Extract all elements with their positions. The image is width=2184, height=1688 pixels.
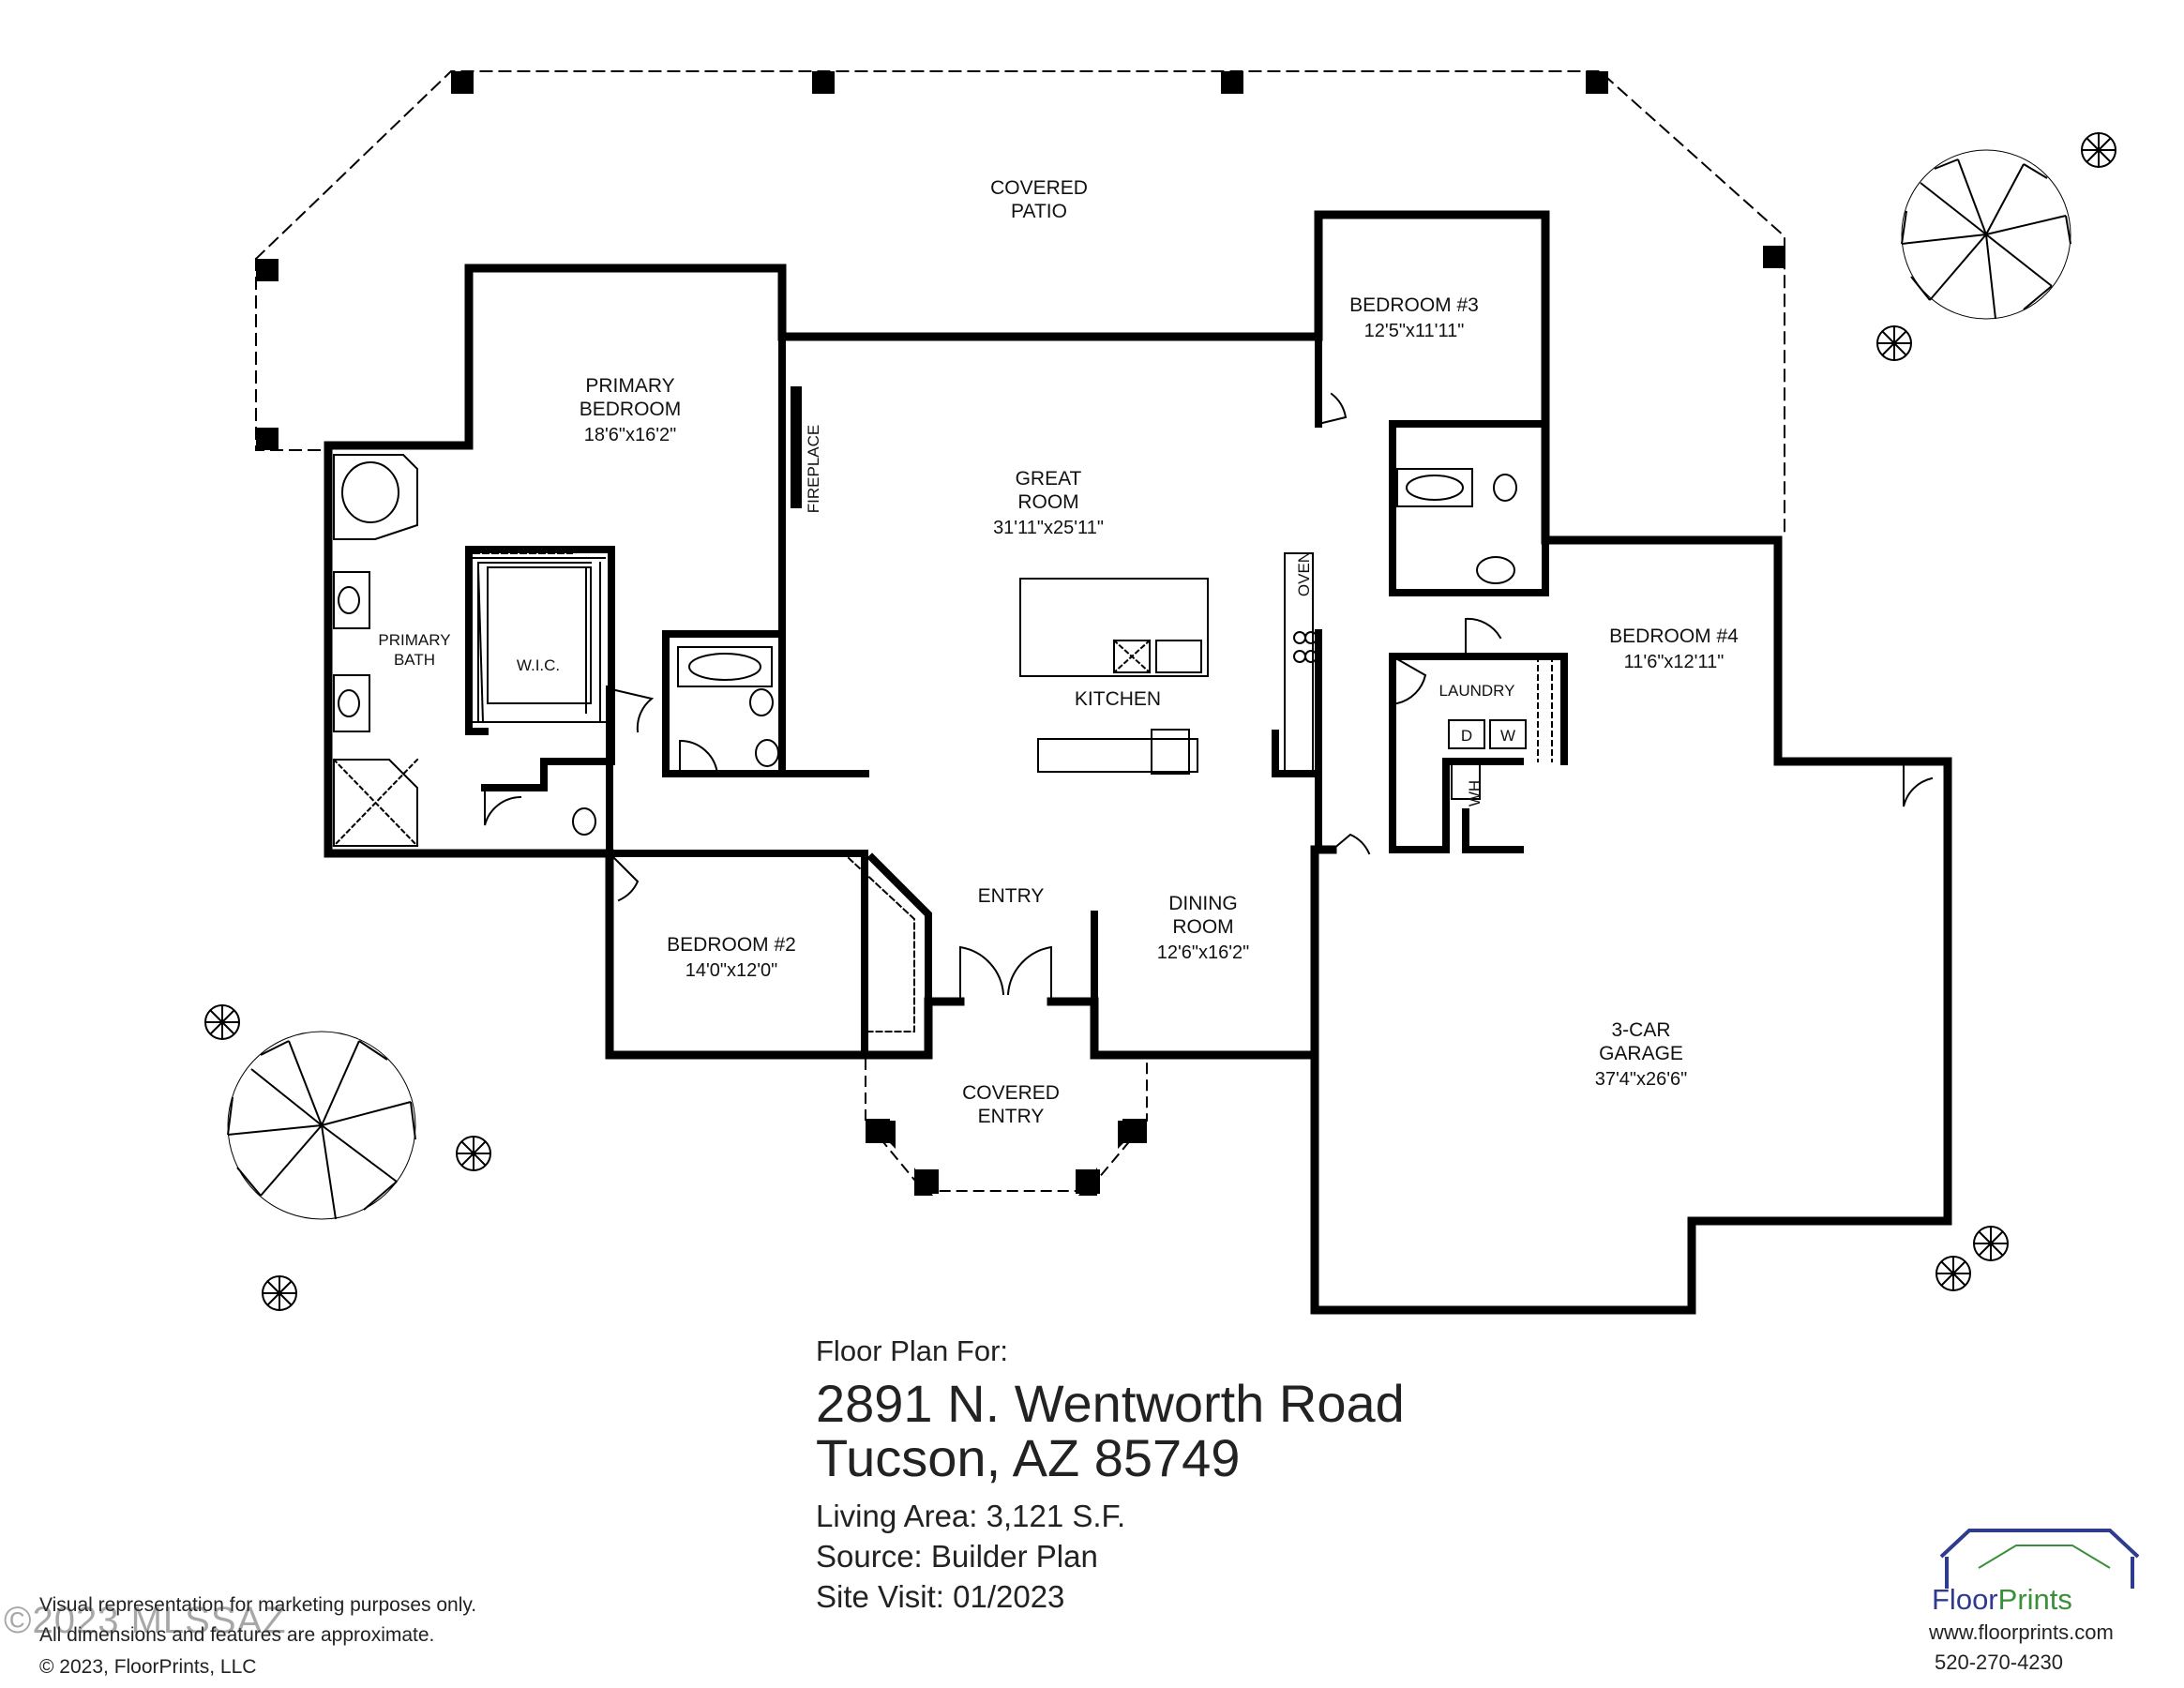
patio-columns [256,71,1785,450]
wic-shelving [476,562,592,724]
garage-dimension: 37'4"x26'6" [1595,1069,1688,1090]
mls-watermark: ©2023 MLSSAZ [4,1600,287,1641]
company-phone: 520-270-4230 [1935,1650,2064,1674]
interior-walls [465,333,1568,1059]
covered-entry-outline [865,1059,1148,1192]
primary-bedroom-label-2: BEDROOM [580,399,682,420]
laundry-label: LAUNDRY [1439,682,1515,700]
entry-columns [866,1119,1147,1196]
covered-patio-label-2: PATIO [1011,201,1067,222]
windows [324,264,1943,1315]
covered-patio-outline [254,70,1785,534]
tree-icon-large-right [1901,149,2071,320]
entry-label: ENTRY [978,885,1045,907]
wic-label: W.I.C. [517,656,560,674]
floorprints-logo-text: FloorPrints [1932,1583,2072,1617]
covered-patio-label-1: COVERED [990,177,1088,199]
washer-label: W [1500,727,1515,745]
great-room-label-1: GREAT [1016,468,1082,490]
tree-icon-large-left [227,1031,416,1220]
disclaimer-line-2: All dimensions and features are approxim… [39,1624,435,1646]
dryer-label: D [1461,727,1472,745]
great-room-label-2: ROOM [1017,491,1078,513]
logo-word-prints: Prints [1997,1583,2072,1616]
water-heater-label: WH [1466,780,1484,806]
primary-bath-label-1: PRIMARY [378,631,450,649]
dining-room-label-1: DINING [1168,893,1238,914]
great-room-dimension: 31'11"x25'11" [993,518,1104,538]
living-area: Living Area: 3,121 S.F. [816,1499,1126,1533]
address-line-2: Tucson, AZ 85749 [816,1428,1241,1487]
floorprints-logo-icon [1939,1529,2140,1589]
fireplace-block [791,386,802,508]
bedroom3-label: BEDROOM #3 [1349,294,1479,316]
doors [484,392,1934,1002]
dining-room-dimension: 12'6"x16'2" [1157,942,1250,963]
garage-label-1: 3-CAR [1611,1019,1670,1041]
primary-bedroom-label-1: PRIMARY [585,375,674,397]
logo-word-floor: Floor [1932,1583,1998,1616]
site-visit-date: Site Visit: 01/2023 [816,1579,1065,1614]
floor-plan-heading: Floor Plan For: [816,1334,1009,1367]
covered-entry-label-1: COVERED [962,1082,1060,1104]
bedroom4-dimension: 11'6"x12'11" [1624,652,1725,672]
address-line-1: 2891 N. Wentworth Road [816,1374,1405,1433]
company-website[interactable]: www.floorprints.com [1929,1620,2114,1644]
bedroom2-dimension: 14'0"x12'0" [685,960,778,981]
fireplace-label: FIREPLACE [805,425,822,513]
shrub-icons [204,132,2116,1311]
fixtures [332,454,1553,1032]
kitchen-label: KITCHEN [1075,688,1161,710]
primary-bath-label-2: BATH [394,651,435,669]
oven-label: OVEN [1295,551,1313,596]
dining-room-label-2: ROOM [1172,916,1233,938]
primary-bedroom-dimension: 18'6"x16'2" [584,425,677,445]
bedroom2-label: BEDROOM #2 [667,934,796,956]
bedroom3-dimension: 12'5"x11'11" [1364,321,1465,341]
covered-entry-label-2: ENTRY [978,1106,1045,1127]
bedroom4-label: BEDROOM #4 [1609,625,1739,647]
copyright-notice: © 2023, FloorPrints, LLC [39,1656,257,1678]
plan-source: Source: Builder Plan [816,1539,1098,1574]
disclaimer-line-1: Visual representation for marketing purp… [39,1594,477,1616]
garage-label-2: GARAGE [1599,1043,1683,1064]
